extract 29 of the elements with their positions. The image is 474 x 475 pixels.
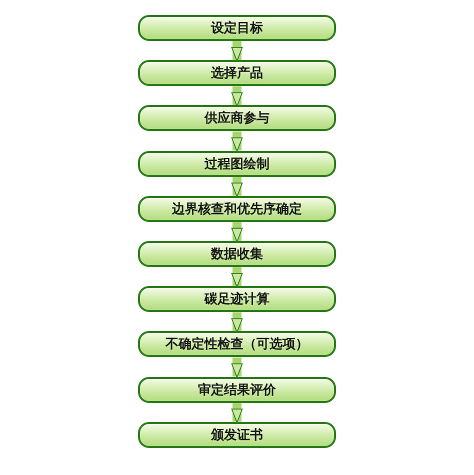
arrow: [231, 402, 243, 423]
process-box: [138, 105, 336, 132]
step-label: 颁发证书: [211, 426, 263, 444]
step-label: 边界核查和优先序确定: [172, 200, 302, 218]
step-label: 数据收集: [211, 246, 263, 263]
step-label: 审定结果评价: [198, 382, 276, 399]
process-box: [138, 241, 336, 267]
step-label: 过程图绘制: [204, 156, 270, 173]
step-label: 设定目标: [211, 20, 263, 37]
arrow: [231, 86, 243, 107]
arrow: [231, 267, 243, 288]
step-label: 碳足迹计算: [204, 290, 270, 308]
arrow: [231, 312, 243, 333]
arrow: [231, 357, 243, 378]
process-box: [138, 150, 336, 177]
arrow: [231, 41, 243, 62]
process-box: [138, 60, 336, 86]
step-label: 供应商参与: [204, 110, 270, 128]
arrow: [231, 131, 243, 152]
process-box: [138, 376, 336, 403]
step-label: 选择产品: [211, 64, 263, 82]
arrow: [231, 222, 243, 242]
process-box: [138, 196, 336, 222]
arrow: [231, 176, 243, 197]
step-label: 不确定性检查（可选项）: [166, 336, 308, 354]
process-box: [138, 15, 336, 41]
process-box: [138, 331, 336, 358]
process-box: [138, 286, 336, 312]
process-box: [138, 422, 336, 448]
